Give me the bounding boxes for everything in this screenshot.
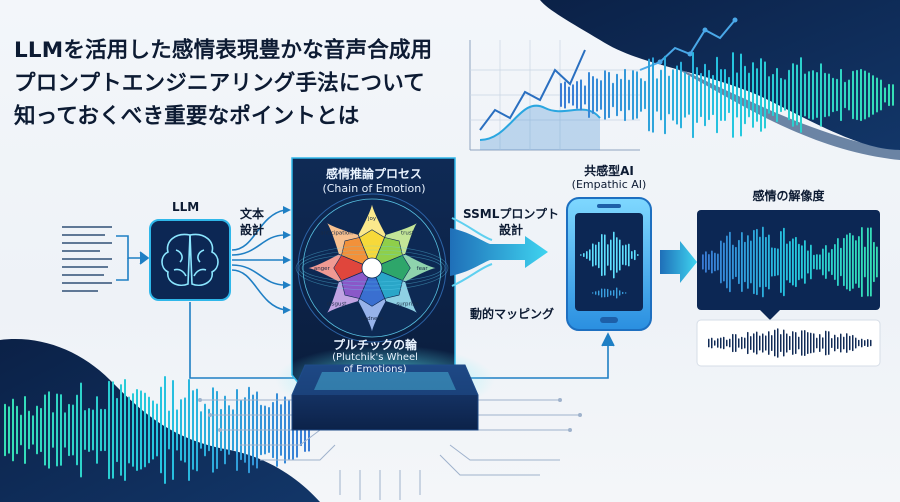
arrow-doc-to-llm: [116, 235, 150, 281]
text-design-line-2: 設計: [239, 223, 264, 237]
wheel-label-trust: trust: [401, 231, 415, 237]
ssml-design-line-1: SSMLプロンプト: [463, 207, 559, 221]
chip-icon: [275, 345, 495, 431]
page-title: LLMを活用した感情表現豊かな音声合成用 プロンプトエンジニアリング手法について…: [14, 34, 484, 133]
empathic-subtitle: (Empathic AI): [571, 178, 647, 191]
arrow-llm-to-empathic: [189, 302, 615, 379]
wheel-label-sadness: sadness: [361, 316, 383, 322]
llm-label: LLM: [172, 200, 200, 214]
arrow-llm-to-process: [231, 209, 286, 311]
wheel-title: プルチックの輪: [332, 338, 417, 352]
wheel-label-disgust: disgust: [327, 301, 348, 307]
waveform-icon: [580, 231, 639, 299]
wheel-subtitle-line-1: (Plutchik's Wheel: [332, 352, 418, 363]
document-lines-icon: [62, 226, 112, 292]
arrow-process-to-ssml: [450, 217, 548, 287]
title-line-3: 知っておくべき重要なポイントとは: [14, 104, 360, 129]
wheel-label-surprise: surprise: [396, 301, 419, 307]
process-title: 感情推論プロセス: [325, 167, 422, 181]
phone-icon: [566, 197, 652, 331]
ssml-design-label: SSMLプロンプト 設計: [456, 206, 566, 238]
wheel-label-anger: anger: [314, 266, 331, 272]
waveform-icon: [560, 51, 894, 139]
resolution-label: 感情の解像度: [752, 189, 825, 203]
wheel-label-joy: joy: [367, 216, 377, 222]
line-chart-icon: [639, 17, 738, 71]
line-chart-icon: [469, 40, 640, 151]
empathic-title: 共感型AI: [584, 164, 634, 178]
wheel-label-anticipation: anticipation: [320, 231, 353, 237]
arrowheads-bundle-left: [283, 206, 291, 314]
waveform-icon: [702, 226, 878, 298]
waveform-icon: [708, 328, 872, 358]
decor-blob-top-right-tail: [660, 60, 900, 160]
llm-node: [149, 219, 231, 301]
wheel-subtitle: (Plutchik's Wheel of Emotions): [300, 352, 450, 376]
ssml-design-line-2: 設計: [498, 223, 523, 237]
dynamic-mapping-label: 動的マッピング: [470, 307, 555, 321]
title-line-2: プロンプトエンジニアリング手法について: [14, 71, 426, 96]
wheel-label-fear: fear: [417, 266, 429, 272]
brain-icon: [161, 233, 219, 287]
circuit-lines: [200, 399, 580, 500]
text-design-line-1: 文本: [239, 207, 264, 221]
waveform-icon: [4, 375, 310, 485]
resolution-panel: [696, 210, 881, 367]
title-line-1: LLMを活用した感情表現豊かな音声合成用: [14, 38, 433, 63]
text-design-label: 文本 設計: [232, 206, 272, 238]
arrow-empathic-to-resolution: [660, 241, 697, 283]
process-subtitle: (Chain of Emotion): [322, 182, 426, 195]
plutchik-wheel: joy trust fear surprise sadness disgust anger a…: [295, 193, 449, 343]
wheel-subtitle-line-2: of Emotions): [343, 364, 407, 375]
